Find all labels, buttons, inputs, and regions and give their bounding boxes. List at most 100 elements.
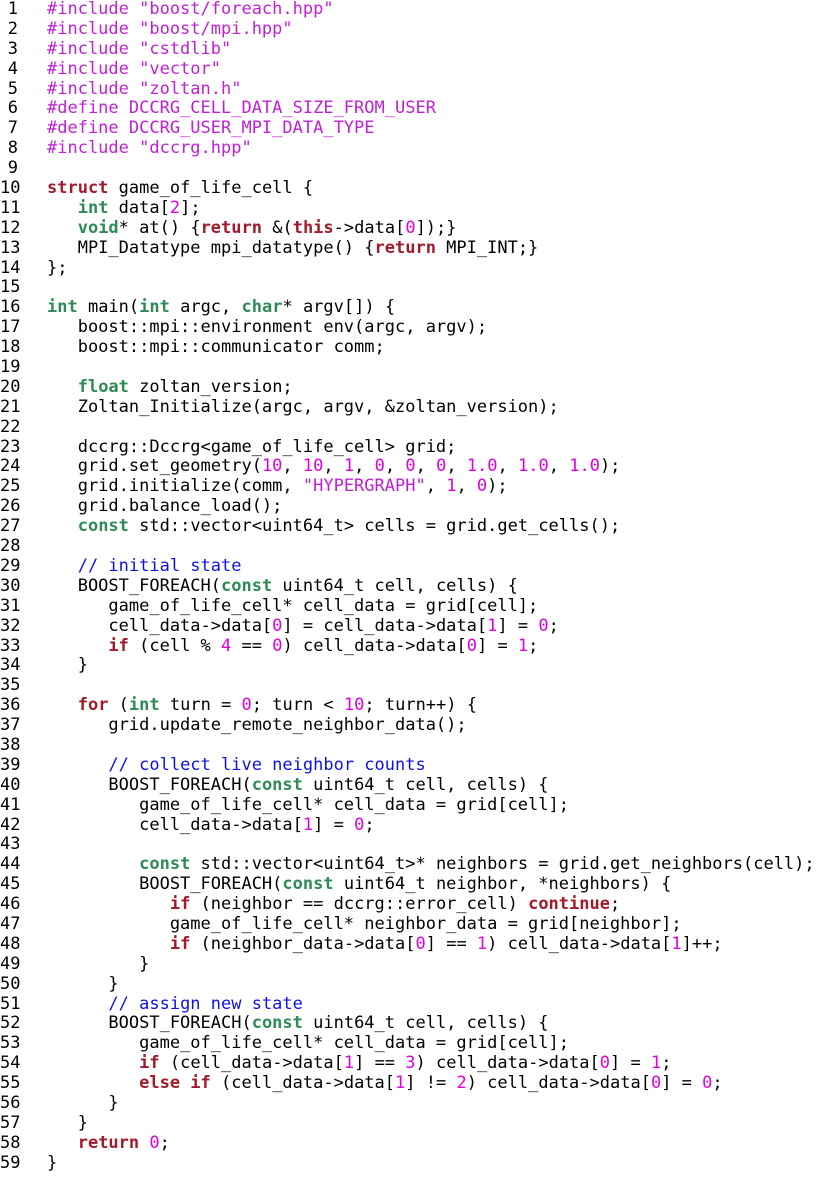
line-number: 28 <box>0 536 21 557</box>
code-token: 1.0 <box>569 456 600 477</box>
code-line: 15 <box>0 278 831 298</box>
code-token: if <box>169 933 191 954</box>
code-token: ) cell_data->data[ <box>466 1073 651 1094</box>
line-number: 40 <box>0 774 21 795</box>
code-text: int main(int argc, char* argv[]) { <box>47 297 395 318</box>
code-line: 21 Zoltan_Initialize(argc, argv, &zoltan… <box>0 396 831 418</box>
code-text: #include "dccrg.hpp" <box>47 138 252 159</box>
code-token: , <box>282 456 303 477</box>
code-text: #include "cstdlib" <box>47 39 231 60</box>
line-number: 46 <box>0 894 21 915</box>
code-token: game_of_life_cell* cell_data = grid[cell… <box>47 595 539 616</box>
code-line: 20 float zoltan_version; <box>0 376 831 398</box>
code-line: 3#include "cstdlib" <box>0 39 831 60</box>
code-token: ; <box>528 635 539 656</box>
line-number: 44 <box>0 854 21 875</box>
code-token: #define DCCRG_USER_MPI_DATA_TYPE <box>47 118 375 139</box>
code-token: 10 <box>343 695 365 716</box>
code-text: } <box>47 1092 119 1114</box>
code-token: ; <box>159 1132 170 1153</box>
code-line: 1#include "boost/foreach.hpp" <box>0 0 831 20</box>
code-line: 47 game_of_life_cell* neighbor_data = gr… <box>0 914 831 935</box>
code-token: ; <box>712 1073 723 1094</box>
code-line: 5#include "zoltan.h" <box>0 79 831 100</box>
code-line: 45 BOOST_FOREACH(const uint64_t neighbor… <box>0 874 831 895</box>
code-token: 0 <box>241 695 252 716</box>
code-text: cell_data->data[0] = cell_data->data[1] … <box>47 615 558 637</box>
code-token: 0 <box>149 1132 160 1153</box>
code-token: 10 <box>261 456 283 477</box>
code-text: grid.update_remote_neighbor_data(); <box>47 715 466 736</box>
code-line: 28 <box>0 536 831 557</box>
code-line: 14}; <box>0 257 831 279</box>
code-token: return <box>200 217 262 238</box>
code-token: 0 <box>476 476 488 497</box>
code-text: BOOST_FOREACH(const uint64_t cell, cells… <box>47 1013 548 1034</box>
code-text: } <box>47 1153 57 1174</box>
code-token <box>47 377 78 397</box>
line-number: 35 <box>0 675 21 696</box>
line-number: 57 <box>0 1112 21 1133</box>
line-number: 41 <box>0 794 21 815</box>
code-text: if (cell_data->data[1] == 3) cell_data->… <box>47 1053 671 1074</box>
code-token <box>47 516 78 536</box>
code-token: } <box>47 1092 119 1113</box>
code-token: const <box>77 516 129 537</box>
code-token <box>47 894 170 914</box>
code-line: 37 grid.update_remote_neighbor_data(); <box>0 715 831 736</box>
code-token: ] = <box>497 615 539 636</box>
code-line: 43 <box>0 835 831 855</box>
line-number: 59 <box>0 1152 21 1173</box>
line-number: 24 <box>0 456 21 477</box>
code-token: Zoltan_Initialize(argc, argv, &zoltan_ve… <box>47 396 559 417</box>
code-token: 0 <box>436 456 447 477</box>
line-number: 38 <box>0 734 21 755</box>
line-number: 39 <box>0 754 21 775</box>
code-token: dccrg::Dccrg<game_of_life_cell> grid; <box>47 436 457 457</box>
code-token: ] = cell_data->data[ <box>282 615 488 636</box>
code-token: 0 <box>405 456 416 477</box>
code-token: // initial state <box>77 555 242 576</box>
code-text: for (int turn = 0; turn < 10; turn++) { <box>47 695 477 716</box>
code-token: // assign new state <box>108 993 303 1014</box>
code-line: 25 grid.initialize(comm, "HYPERGRAPH", 1… <box>0 476 831 497</box>
code-token: (cell % <box>128 635 222 656</box>
code-token: , <box>384 456 406 477</box>
code-token: zoltan_version; <box>128 376 293 397</box>
code-token: ]++; <box>681 933 723 954</box>
code-token: 1 <box>476 933 488 954</box>
code-token: std::vector<uint64_t> cells = grid.get_c… <box>128 516 621 537</box>
code-token: &( <box>261 217 293 238</box>
code-text: return 0; <box>47 1132 170 1154</box>
code-token: const <box>221 575 273 596</box>
line-number: 50 <box>0 973 21 994</box>
code-token: } <box>47 1112 88 1133</box>
code-text: int data[2]; <box>47 198 201 219</box>
code-token: struct <box>47 178 109 199</box>
code-token: game_of_life_cell* cell_data = grid[cell… <box>47 1033 569 1054</box>
code-token <box>47 994 108 1014</box>
line-number: 14 <box>0 257 21 278</box>
code-token: ] == <box>354 1053 406 1074</box>
code-token <box>47 198 78 218</box>
line-number: 53 <box>0 1033 21 1054</box>
code-line: 49 } <box>0 954 831 975</box>
code-text: grid.set_geometry(10, 10, 1, 0, 0, 0, 1.… <box>47 456 621 477</box>
line-number: 30 <box>0 575 21 596</box>
line-number: 17 <box>0 317 21 338</box>
code-token <box>47 1133 78 1153</box>
code-token: grid.initialize(comm, <box>47 476 303 497</box>
code-token: } <box>47 655 88 676</box>
code-text: game_of_life_cell* neighbor_data = grid[… <box>47 914 682 935</box>
code-token: } <box>47 973 119 994</box>
code-text: game_of_life_cell* cell_data = grid[cell… <box>47 1033 569 1054</box>
code-token: ; turn < <box>251 695 344 716</box>
code-line: 46 if (neighbor == dccrg::error_cell) co… <box>0 894 831 915</box>
code-token: turn = <box>159 695 242 716</box>
code-token: ] != <box>405 1073 457 1094</box>
code-token: , <box>425 476 447 497</box>
code-text: if (cell % 4 == 0) cell_data->data[0] = … <box>47 635 539 657</box>
code-token: int <box>128 695 160 716</box>
code-token: , <box>354 456 375 477</box>
